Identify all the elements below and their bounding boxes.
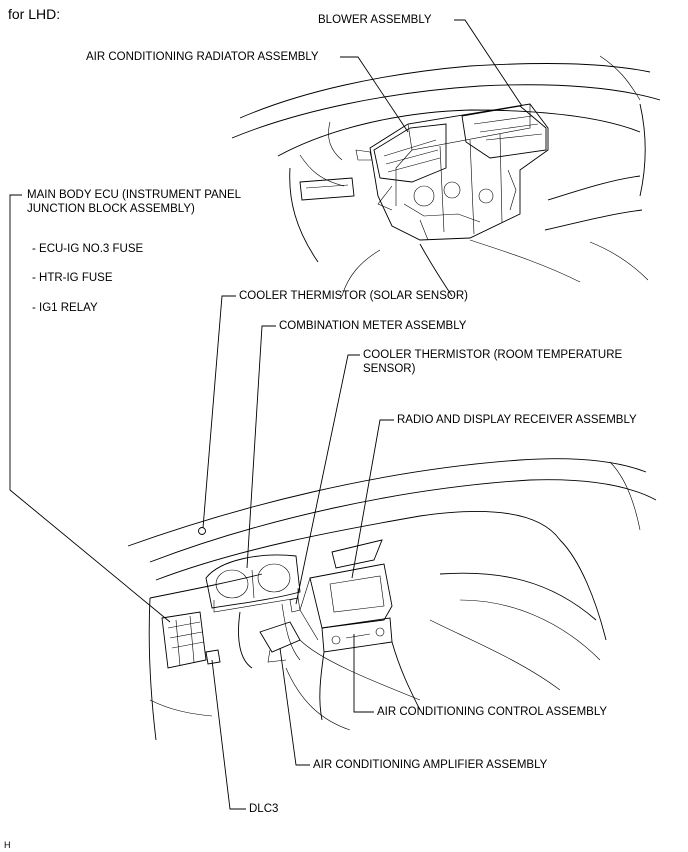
label-radiator-assembly: AIR CONDITIONING RADIATOR ASSEMBLY bbox=[86, 51, 319, 63]
label-room-temp-line2: SENSOR) bbox=[363, 363, 416, 375]
leader-ac-amplifier bbox=[279, 647, 310, 766]
leader-radio bbox=[351, 419, 394, 579]
leader-ac-control bbox=[353, 634, 374, 713]
leader-solar-sensor bbox=[202, 295, 236, 529]
leader-main-ecu bbox=[9, 194, 171, 623]
label-blower-assembly: BLOWER ASSEMBLY bbox=[318, 14, 432, 26]
label-combination-meter: COMBINATION METER ASSEMBLY bbox=[279, 320, 467, 332]
lower-dashboard-drawing bbox=[127, 458, 657, 741]
leader-blower bbox=[454, 19, 523, 107]
leader-dlc3 bbox=[211, 659, 246, 810]
label-ecu-ig-fuse: - ECU-IG NO.3 FUSE bbox=[32, 243, 144, 255]
label-room-temp-line1: COOLER THERMISTOR (ROOM TEMPERATURE bbox=[363, 349, 623, 361]
label-ig1-relay: - IG1 RELAY bbox=[32, 302, 98, 314]
leader-room-temp bbox=[295, 354, 360, 605]
upper-dashboard-drawing bbox=[231, 55, 661, 297]
variant-label: for LHD: bbox=[8, 6, 61, 22]
leader-lines bbox=[9, 19, 523, 810]
label-main-body-ecu-line2: JUNCTION BLOCK ASSEMBLY) bbox=[27, 203, 195, 215]
label-solar-sensor: COOLER THERMISTOR (SOLAR SENSOR) bbox=[239, 290, 468, 302]
figure-code: H bbox=[4, 840, 11, 850]
label-main-body-ecu-line1: MAIN BODY ECU (INSTRUMENT PANEL bbox=[27, 189, 242, 201]
label-ac-amplifier-assembly: AIR CONDITIONING AMPLIFIER ASSEMBLY bbox=[313, 759, 548, 771]
label-dlc3: DLC3 bbox=[249, 803, 279, 815]
leader-meter bbox=[246, 325, 276, 569]
label-ac-control-assembly: AIR CONDITIONING CONTROL ASSEMBLY bbox=[377, 706, 608, 718]
label-radio-display-receiver: RADIO AND DISPLAY RECEIVER ASSEMBLY bbox=[397, 414, 637, 426]
label-htr-ig-fuse: - HTR-IG FUSE bbox=[32, 272, 113, 284]
leader-radiator bbox=[340, 56, 409, 133]
